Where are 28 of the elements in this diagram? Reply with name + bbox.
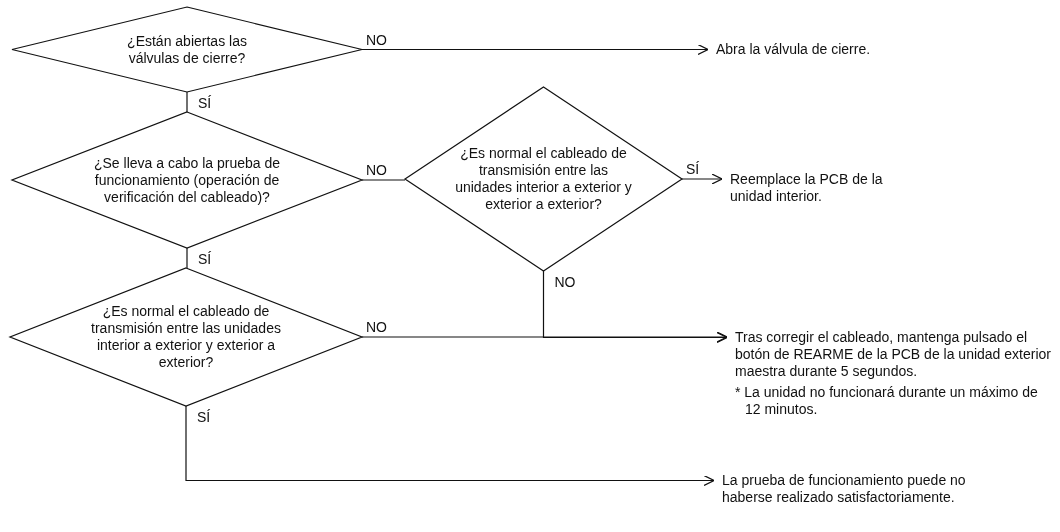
edge-label: NO (553, 274, 577, 290)
connector-line (186, 91, 188, 113)
action-text: Reemplace la PCB de la unidad interior. (730, 171, 884, 205)
question-text: ¿Están abiertas las válvulas de cierre? (126, 32, 248, 67)
edge-label: NO (365, 162, 388, 178)
edge-label: SÍ (685, 161, 701, 177)
question-text: ¿Se lleva a cabo la prueba de funcionamiento (operación de verificación del cableado)? (93, 154, 281, 206)
question-text: ¿Es normal el cableado de transmisión entre las unidades interior a exterior y exterior a exterior? (91, 303, 281, 371)
footnote: * La unidad no funcionará durante un máximo de 12 minutos. (735, 384, 1039, 418)
arrow (361, 331, 728, 343)
decision-diamond (10, 268, 362, 406)
arrow (185, 405, 715, 487)
arrow (681, 173, 723, 185)
edge-label: SÍ (197, 251, 213, 267)
question-text: ¿Es normal el cableado de transmisión entre las unidades interior a exterior y exterior a exterior? (454, 145, 633, 213)
arrow (542, 270, 728, 344)
connector-line (186, 247, 188, 269)
connector-line (361, 179, 406, 181)
action-text: Abra la válvula de cierre. (716, 41, 871, 58)
edge-label: SÍ (196, 409, 212, 425)
action-text: Tras corregir el cableado, mantenga pulsado el botón de REARME de la PCB de la unidad exterior maestra durante 5 segundos. (735, 329, 1052, 380)
decision-diamond (12, 112, 362, 248)
decision-diamond (405, 87, 682, 271)
edge-label: SÍ (197, 95, 213, 111)
edge-label: NO (365, 319, 388, 335)
action-text: La prueba de funcionamiento puede no haberse realizado satisfactoriamente. (722, 472, 967, 506)
decision-diamond (12, 7, 362, 92)
arrow (361, 43, 709, 56)
